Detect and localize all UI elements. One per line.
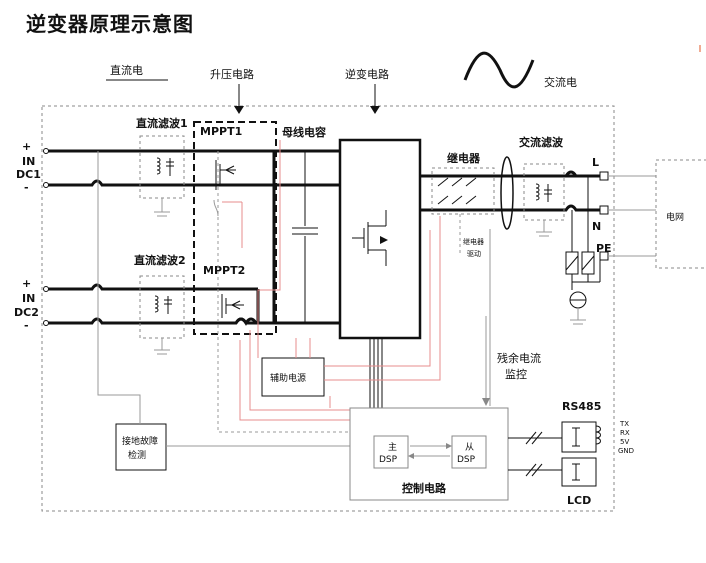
residual-current-1: 残余电流	[497, 351, 541, 365]
aux-power-box	[261, 357, 325, 397]
relay-drive-1: 继电器	[463, 237, 484, 246]
label-inverter: 逆变电路	[345, 67, 389, 81]
grid-box	[655, 159, 706, 269]
enclosure	[41, 105, 615, 512]
rs485-pin-5v: 5V	[620, 438, 629, 446]
relay-label: 继电器	[447, 151, 481, 165]
current-transformer	[500, 156, 514, 230]
terminal-n-label: N	[592, 220, 601, 233]
mppt2-label: MPPT2	[203, 264, 245, 277]
master-dsp-1: 主	[388, 441, 397, 453]
rs485-label: RS485	[562, 400, 601, 413]
lcd-label: LCD	[567, 494, 591, 507]
page-title: 逆变器原理示意图	[26, 12, 194, 36]
mppt1-label: MPPT1	[200, 125, 242, 138]
label-ac: 交流电	[544, 75, 577, 89]
control-circuit-label: 控制电路	[402, 481, 447, 495]
rs485-pin-rx: RX	[620, 429, 630, 437]
rs485-pin-tx: TX	[619, 420, 629, 428]
ground-fault-1: 接地故障	[122, 435, 158, 447]
grid-label: 电网	[666, 211, 684, 223]
dc1-label: DC1	[16, 168, 41, 181]
dc-filter2-label: 直流滤波2	[134, 253, 186, 267]
dc1-in: IN	[22, 155, 35, 168]
dc1-minus: -	[24, 181, 29, 194]
slave-dsp-2: DSP	[457, 455, 476, 465]
dc2-label: DC2	[14, 306, 39, 319]
master-dsp-2: DSP	[379, 455, 398, 465]
ground-fault-box	[115, 423, 167, 471]
master-dsp-box	[373, 435, 409, 469]
dc-filter2-box	[139, 275, 185, 339]
relay-drive-2: 驱动	[467, 249, 481, 258]
label-dc: 直流电	[110, 63, 143, 77]
slave-dsp-1: 从	[465, 442, 474, 453]
bus-cap-label: 母线电容	[282, 125, 326, 139]
ground-fault-2: 检测	[128, 449, 146, 461]
sine-wave-icon	[463, 51, 535, 89]
terminal-l-label: L	[592, 156, 599, 169]
dc-filter1-box	[139, 135, 185, 199]
dc2-plus: +	[22, 277, 31, 290]
ac-filter-label: 交流滤波	[519, 135, 564, 149]
lcd-connector	[561, 457, 597, 487]
rs485-connector	[561, 421, 597, 453]
boost-block	[193, 121, 277, 335]
label-boost: 升压电路	[210, 68, 254, 81]
dc2-in: IN	[22, 292, 35, 305]
dc1-plus: +	[22, 140, 31, 153]
dc-filter1-label: 直流滤波1	[136, 116, 188, 130]
rs485-pin-gnd: GND	[618, 447, 634, 455]
relay-box	[431, 167, 495, 215]
residual-current-2: 监控	[505, 367, 527, 381]
slave-dsp-box	[451, 435, 487, 469]
dc2-minus: -	[24, 319, 29, 332]
ac-filter-box	[523, 163, 565, 221]
aux-power-label: 辅助电源	[270, 372, 306, 384]
